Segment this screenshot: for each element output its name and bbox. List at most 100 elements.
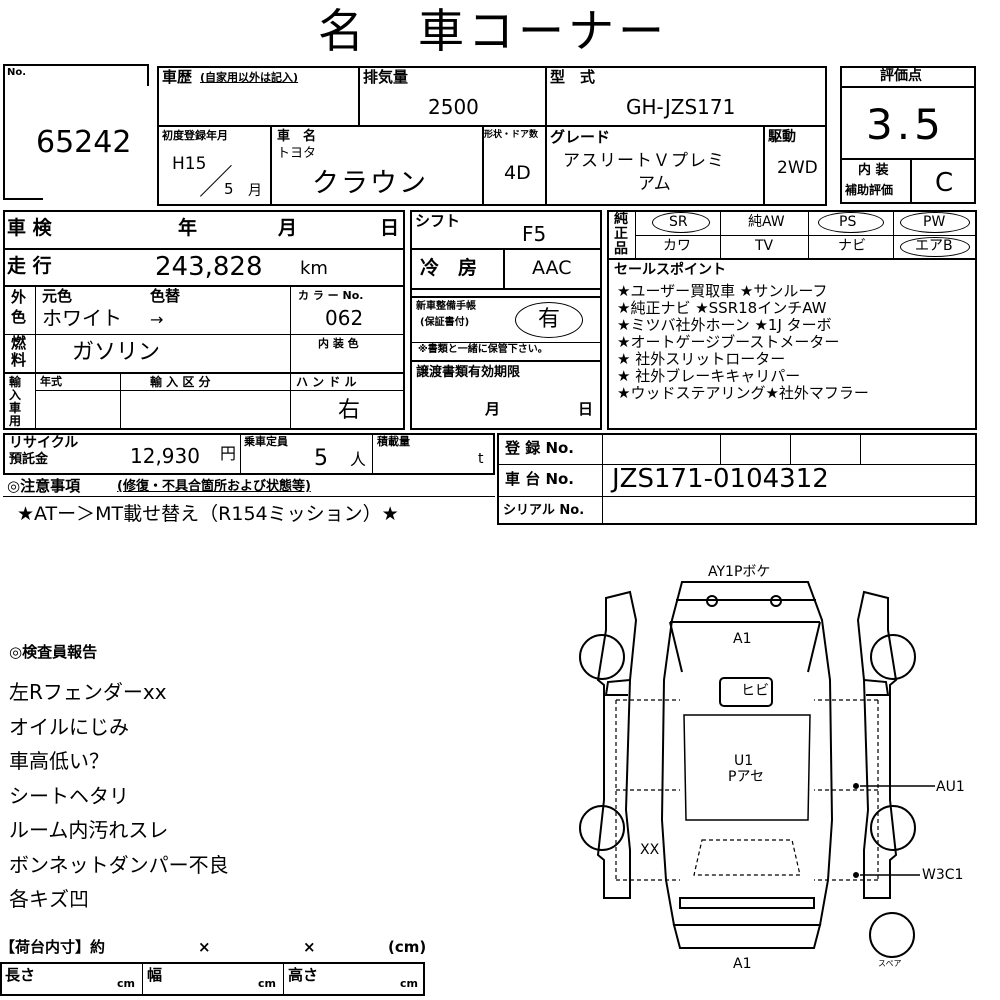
equip-side-1: 純 — [614, 211, 628, 227]
right-doors-panel — [856, 590, 898, 899]
first-reg-year: H15 — [172, 154, 207, 174]
recycle-div-2 — [372, 433, 373, 475]
cargo-box — [0, 962, 425, 996]
inspection-label: 車 検 — [7, 217, 52, 239]
cargo-div-2 — [283, 962, 284, 996]
caution-label: ◎注意事項 — [7, 477, 81, 495]
inspection-day: 日 — [380, 217, 400, 239]
center-row-2 — [410, 288, 602, 290]
import-type-label: 輸 入 区 分 — [150, 375, 211, 389]
lot-box-right-tick — [147, 64, 149, 86]
import-header-line — [35, 390, 405, 391]
equip-ps-oval — [818, 212, 884, 233]
recycle-value: 12,930 — [130, 444, 200, 468]
car-name-label: 車 名 — [277, 129, 317, 144]
recycle-unit: 円 — [220, 444, 237, 463]
equip-bottom-line — [607, 258, 977, 260]
diagram-spare: スペア — [878, 959, 902, 968]
cargo-height-unit: cm — [400, 977, 418, 990]
load-label: 積載量 — [377, 435, 410, 448]
first-reg-label: 初度登録年月 — [162, 129, 228, 142]
diagram-windshield: ヒビ — [741, 683, 769, 699]
doc-expiry-month: 月 — [485, 400, 501, 418]
fuel-value: ガソリン — [72, 340, 161, 365]
report-label: ◎検査員報告 — [9, 643, 98, 661]
diagram-roof-2: Pアセ — [728, 769, 765, 785]
grade-label: グレード — [550, 128, 611, 146]
right-mirror — [863, 679, 890, 696]
doors-label: 形状・ドア数 — [484, 130, 539, 140]
left-color-divider — [290, 285, 291, 372]
grid-col-div-3 — [270, 125, 272, 206]
equip-col-1 — [720, 210, 721, 258]
model-label: 型 式 — [550, 68, 596, 86]
diagram-front: AY1Pボケ — [708, 564, 771, 580]
inspection-year: 年 — [178, 217, 198, 239]
rating-value: 3.5 — [866, 100, 945, 149]
history-label: 車歴 — [162, 68, 193, 86]
cargo-length-label: 長さ — [5, 966, 36, 984]
recycle-label-2: 預託金 — [9, 452, 49, 467]
wheel-front-left — [579, 634, 625, 680]
hood — [669, 621, 821, 673]
left-row-3 — [3, 372, 405, 374]
color-repaint-label: 色替 — [150, 287, 181, 305]
spec-grid-left — [3, 210, 405, 430]
rating-label: 評価点 — [880, 68, 922, 84]
rear-window — [693, 839, 801, 876]
interior-value: C — [935, 168, 954, 198]
equip-leather: カワ — [663, 238, 691, 254]
fuel-side-label-1: 燃 — [11, 334, 27, 352]
front-light-left — [706, 595, 718, 607]
history-note: (自家用以外は記入) — [200, 71, 299, 84]
color-code-label: カ ラ ー No. — [298, 289, 364, 302]
equip-ps: PS — [839, 214, 857, 230]
sales-line: ★ 社外スリットローター — [617, 350, 786, 368]
recycle-row — [3, 433, 495, 475]
diagram-rear: A1 — [733, 956, 752, 972]
mileage-value: 243,828 — [155, 252, 263, 282]
import-col-2 — [290, 372, 291, 430]
report-line: 各キズ凹 — [9, 887, 89, 911]
model-value: GH-JZS171 — [626, 95, 736, 119]
left-row-2b — [3, 334, 405, 335]
caution-underline — [3, 496, 495, 497]
left-doors-panel — [596, 590, 638, 899]
shift-label: シフト — [415, 212, 461, 230]
report-line: オイルにじみ — [9, 714, 129, 739]
import-handle-label: ハ ン ド ル — [296, 375, 357, 389]
cargo-width-unit: cm — [258, 977, 276, 990]
cargo-unit: (cm) — [388, 938, 427, 956]
maint-label-1: 新車整備手帳 — [416, 301, 476, 312]
cargo-width-label: 幅 — [147, 966, 163, 984]
grid-col-div-5 — [763, 125, 765, 206]
rating-mid-line — [840, 158, 976, 160]
capacity-value: 5 — [314, 446, 328, 471]
mileage-label: 走 行 — [7, 255, 52, 277]
equip-side-col — [635, 210, 636, 258]
windshield — [719, 677, 773, 707]
caution-note: (修復・不具合箇所および状態等) — [117, 479, 311, 494]
grid-row-divider — [157, 125, 827, 127]
color-orig-label: 元色 — [42, 287, 73, 305]
rear-bumper — [679, 897, 815, 909]
grid-col-div-1 — [358, 66, 360, 126]
report-line: 車高低い？ — [9, 749, 109, 773]
wheel-rear-left — [579, 805, 625, 851]
reg-row-1 — [497, 464, 977, 465]
equip-aw: 純AW — [748, 214, 785, 230]
first-reg-month: 5 — [224, 180, 234, 198]
color-code: 062 — [325, 306, 364, 330]
page-title: 名 車コーナー — [318, 4, 668, 58]
cabin — [683, 714, 811, 821]
lot-box-bottom — [3, 198, 43, 200]
lot-box-left — [3, 64, 5, 200]
center-row-5 — [410, 360, 602, 362]
equip-side-2: 正 — [614, 226, 628, 242]
sales-line: ★ミツバ社外ホーン ★1J ターボ — [617, 316, 832, 334]
import-handle-value: 右 — [338, 398, 361, 423]
wheel-front-right — [870, 634, 916, 680]
sales-line: ★純正ナビ ★SSR18インチAW — [617, 299, 827, 317]
serial-label: シリアル No. — [503, 503, 585, 518]
door-outline-left — [615, 699, 680, 881]
